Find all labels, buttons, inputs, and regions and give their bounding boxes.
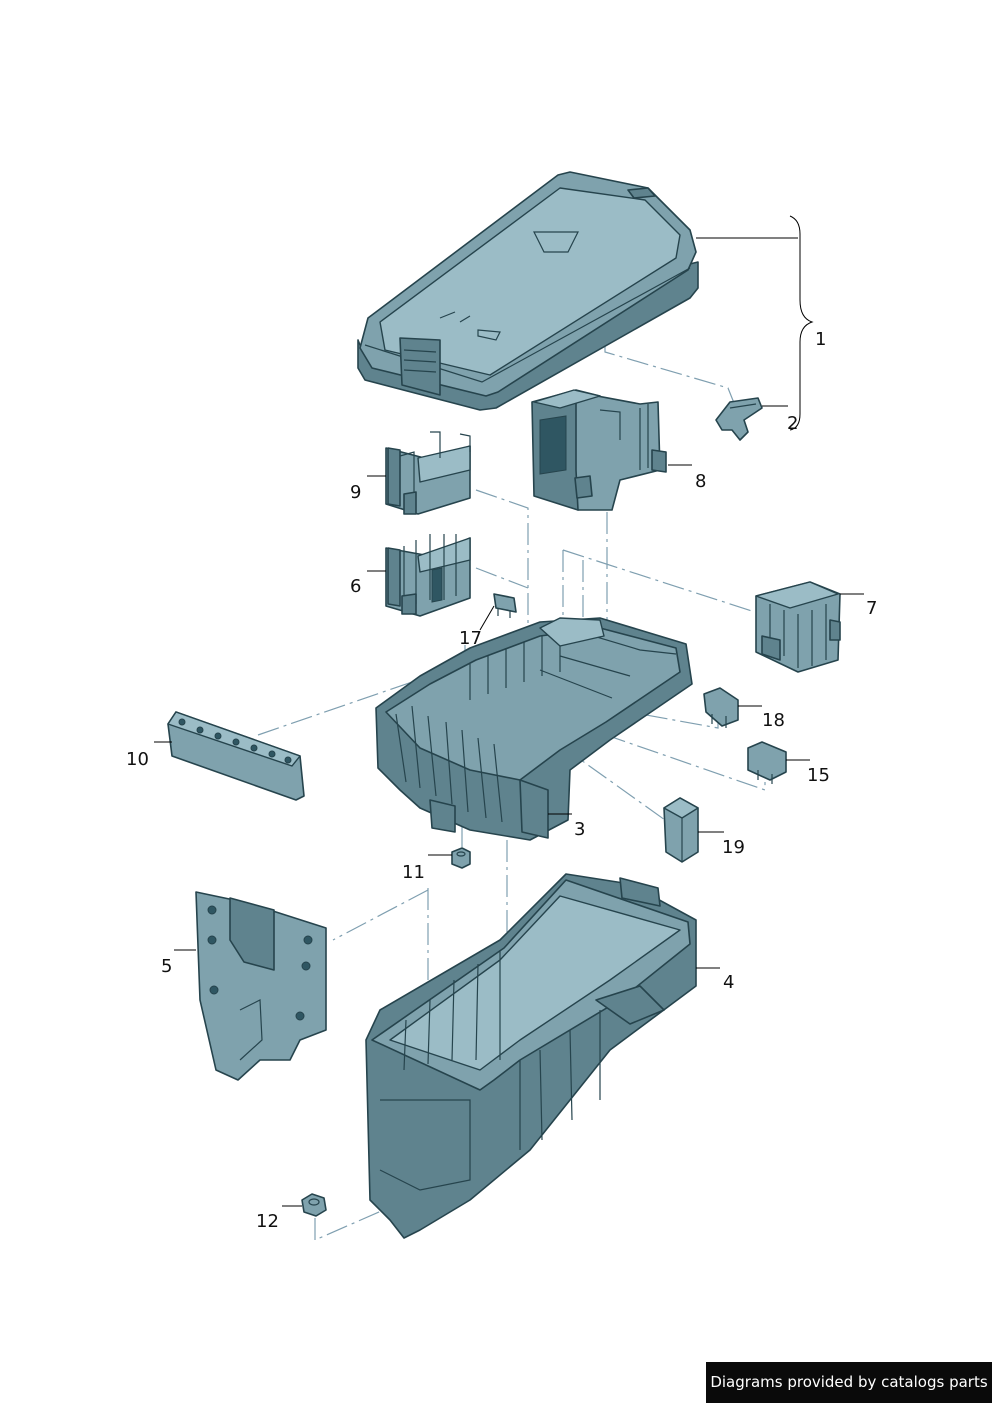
part-12-nut <box>301 1193 327 1217</box>
part-5-bracket <box>195 891 327 1081</box>
part-17-fuse <box>493 593 517 618</box>
part-18-fuse <box>703 687 739 728</box>
part-7-relay-block <box>755 581 841 673</box>
callout-8: 8 <box>695 471 706 492</box>
callout-5: 5 <box>161 956 172 977</box>
callout-18: 18 <box>762 710 785 731</box>
part-11-nut <box>451 847 471 869</box>
callout-labels: 1 2 3 4 5 6 7 8 9 10 11 12 15 17 18 19 <box>126 329 877 1232</box>
part-2-clip <box>715 397 763 441</box>
callout-19: 19 <box>722 837 745 858</box>
callout-6: 6 <box>350 576 361 597</box>
part-6-fuse-holder <box>385 534 471 617</box>
part-4-housing <box>365 873 697 1239</box>
callout-2: 2 <box>787 413 798 434</box>
callout-1: 1 <box>815 329 826 350</box>
leader-lines <box>154 215 864 1207</box>
credit-banner: Diagrams provided by catalogs parts <box>706 1362 992 1403</box>
callout-17: 17 <box>459 628 482 649</box>
callout-11: 11 <box>402 862 425 883</box>
part-19-maxi-fuse <box>663 797 699 863</box>
callout-9: 9 <box>350 482 361 503</box>
part-8-relay-holder <box>531 389 667 511</box>
callout-7: 7 <box>866 598 877 619</box>
part-3-fuse-carrier <box>375 617 693 841</box>
part-10-terminal-strip <box>167 711 305 801</box>
part-9-fuse-holder <box>385 431 471 515</box>
part-15-relay <box>747 741 787 784</box>
callout-12: 12 <box>256 1211 279 1232</box>
callout-4: 4 <box>723 972 734 993</box>
callout-15: 15 <box>807 765 830 786</box>
part-1-cover <box>357 171 699 411</box>
callout-10: 10 <box>126 749 149 770</box>
callout-3: 3 <box>574 819 585 840</box>
